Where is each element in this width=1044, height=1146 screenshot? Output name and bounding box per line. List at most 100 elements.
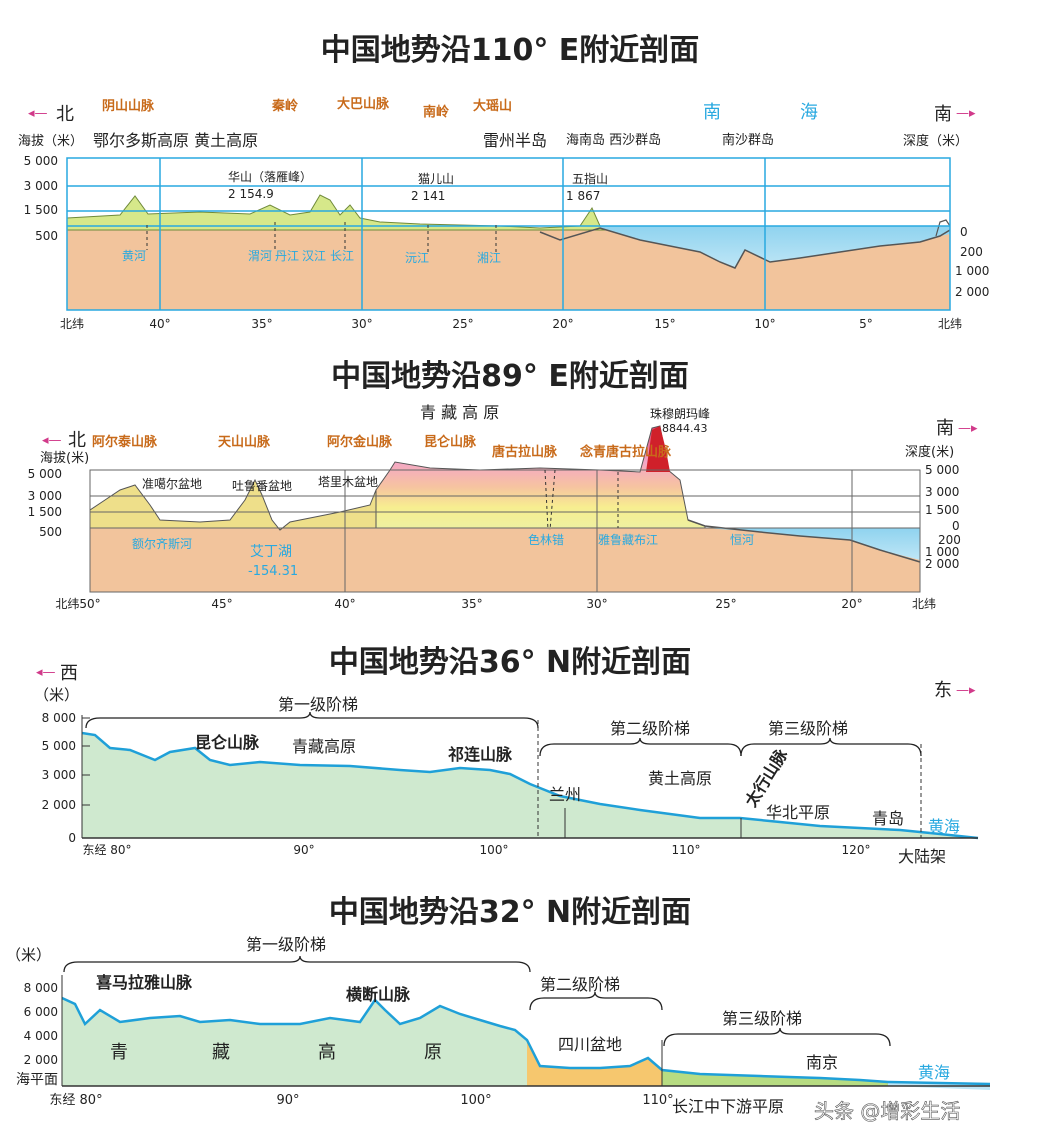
lake-depth: -154.31: [248, 564, 298, 579]
step-2-brace: [539, 737, 742, 757]
peak-name: 五指山: [572, 171, 608, 186]
right-tick: 0: [952, 519, 960, 533]
lat-tick: 15°: [654, 317, 675, 331]
island-sand: [935, 219, 951, 237]
sea-fill: [705, 528, 920, 560]
step-3-brace: [663, 1027, 891, 1047]
plateau-fill: [62, 998, 527, 1086]
direction-east: 东: [934, 680, 952, 701]
unit-label: （米）: [34, 686, 79, 704]
peak-name: 华山（落雁峰）: [228, 170, 312, 184]
river-label: 汉江: [302, 249, 326, 263]
seabed-line: [539, 227, 951, 269]
depth-tick: 2 000: [955, 285, 989, 299]
feature-label: 青岛: [872, 809, 904, 828]
altitude-label: 海拔（米）: [18, 134, 83, 149]
feature-label: 四川盆地: [558, 1035, 622, 1054]
plateau-char: 高: [318, 1042, 336, 1063]
step-label: 第二级阶梯: [610, 719, 690, 738]
alt-tick: 2 000: [24, 1053, 58, 1067]
feature-label: 太行山脉: [741, 745, 792, 811]
alt-tick: 500: [35, 229, 58, 243]
lat-tick: 30°: [351, 317, 372, 331]
lat-tick: 北纬: [912, 597, 936, 611]
peak-height: 1 867: [566, 189, 600, 203]
step-label: 第二级阶梯: [540, 975, 620, 994]
step-label: 第三级阶梯: [722, 1009, 802, 1028]
step-label: 第三级阶梯: [768, 719, 848, 738]
plateau-char: 藏: [212, 1042, 230, 1063]
alt-tick: 3 000: [42, 768, 76, 782]
feature-label: 昆仑山脉: [195, 733, 260, 752]
lat-tick: 25°: [715, 597, 736, 611]
feature-label: 华北平原: [766, 803, 830, 822]
ground-fill: [90, 528, 920, 592]
lat-tick: 10°: [754, 317, 775, 331]
alt-tick: 5 000: [42, 739, 76, 753]
profile-32n-title: 中国地势沿32° N附近剖面: [329, 895, 691, 930]
lat-tick: 5°: [859, 317, 873, 331]
mountain-label: 昆仑山脉: [424, 434, 477, 450]
step-label: 第一级阶梯: [278, 695, 358, 714]
feature-label: 长江中下游平原: [672, 1097, 784, 1116]
sea-label: 海: [800, 102, 818, 123]
river-label: 色林错: [528, 533, 564, 547]
river-label: 黄河: [122, 249, 146, 263]
river-label: 沅江: [405, 251, 429, 265]
lat-tick: 35°: [461, 597, 482, 611]
direction-south: 南: [934, 104, 952, 125]
sea-label: 南: [703, 102, 721, 123]
alt-tick: 5 000: [24, 154, 58, 168]
arrow-left-icon: ◂—: [28, 106, 48, 121]
feature-label: 喜马拉雅山脉: [96, 973, 193, 992]
mountain-label: 大巴山脉: [337, 96, 390, 112]
lon-tick: 东经 80°: [49, 1093, 102, 1108]
mountain-label: 阿尔泰山脉: [92, 434, 158, 450]
unit-label: （米）: [6, 946, 51, 964]
basin-fill: [527, 1040, 662, 1086]
lat-tick: 北纬: [938, 317, 962, 331]
basin-label: 吐鲁番盆地: [232, 479, 292, 493]
river-label: 湘江: [477, 250, 501, 265]
region-label: 海南岛 西沙群岛: [566, 132, 661, 148]
profile-110e: 中国地势沿110° E附近剖面 ◂— 北 南 —▸: [18, 33, 989, 331]
lat-tick: 35°: [251, 317, 272, 331]
plateau-char: 原: [424, 1042, 442, 1063]
right-tick: 1 000: [925, 545, 959, 559]
profile-89e: 中国地势沿89° E附近剖面 ◂— 北 南 —▸ 海拔(米) 深度(米): [28, 359, 978, 611]
depth-label: 深度（米）: [903, 133, 968, 149]
direction-south: 南: [936, 418, 954, 439]
alt-tick: 海平面: [16, 1072, 58, 1088]
region-label: 鄂尔多斯高原 黄土高原: [93, 131, 258, 150]
alt-tick: 2 000: [42, 798, 76, 812]
step-1-brace: [85, 711, 539, 729]
lon-tick: 90°: [276, 1093, 299, 1108]
arrow-right-icon: —▸: [956, 683, 976, 698]
step-2-brace: [529, 991, 663, 1011]
everest-peak: [646, 426, 670, 472]
profile-110e-frame: [66, 157, 951, 311]
right-tick: 1 500: [925, 503, 959, 517]
feature-label: 黄海: [918, 1063, 950, 1082]
feature-label: 祁连山脉: [448, 745, 513, 764]
feature-label: 横断山脉: [346, 985, 411, 1004]
alt-tick: 5 000: [28, 467, 62, 481]
arrow-right-icon: —▸: [958, 421, 978, 436]
mountain-label: 阿尔金山脉: [327, 434, 393, 450]
terrain-fill: [82, 733, 978, 838]
direction-west: 西: [60, 663, 78, 684]
river-label: 雅鲁藏布江: [598, 532, 658, 547]
lat-tick: 45°: [211, 597, 232, 611]
step-3-brace: [740, 737, 922, 757]
feature-label: 黄土高原: [648, 769, 712, 788]
arrow-right-icon: —▸: [956, 106, 976, 121]
profile-89e-frame: [89, 469, 921, 593]
terrain-line: [81, 731, 979, 840]
alt-tick: 3 000: [28, 489, 62, 503]
profile-32n: 中国地势沿32° N附近剖面 （米） 8 000 6 000 4 000 2 0…: [6, 895, 991, 1116]
depth-label: 深度(米): [905, 444, 954, 460]
arrow-left-icon: ◂—: [36, 665, 56, 680]
lat-tick: 北纬: [60, 317, 84, 331]
feature-label: 青藏高原: [292, 737, 356, 756]
lake-label: 艾丁湖: [250, 544, 292, 560]
